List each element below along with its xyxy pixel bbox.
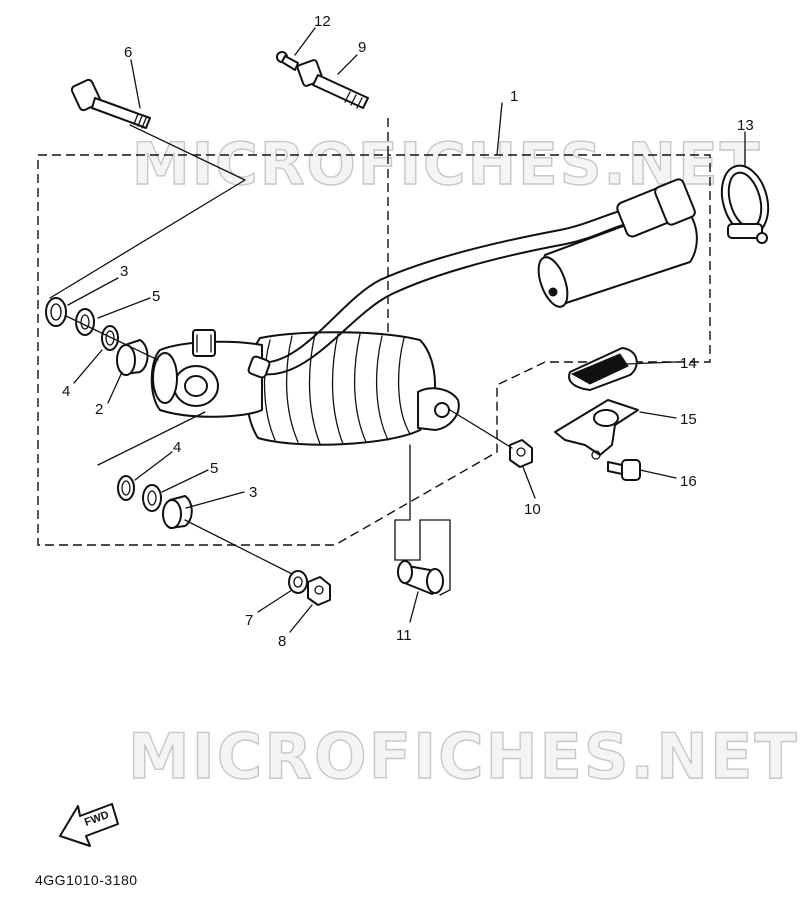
- callout-13: 13: [737, 117, 754, 134]
- callout-8: 8: [278, 633, 286, 650]
- lower-bushing-set: [97, 411, 301, 579]
- bolt-long: [70, 78, 151, 129]
- callout-1: 1: [510, 88, 518, 105]
- diagram-code: 4GG1010-3180: [35, 872, 138, 888]
- collar-11: [397, 560, 444, 595]
- callout-5-lower: 5: [210, 460, 218, 477]
- reservoir-canister: [537, 178, 698, 308]
- bolt-short: [296, 59, 369, 109]
- callout-5-upper: 5: [152, 288, 160, 305]
- watermark-top: MICROFICHES.NET: [132, 130, 761, 198]
- bolt-16: [607, 459, 641, 481]
- rubber-strip: [568, 347, 638, 391]
- shock-absorber: [150, 329, 460, 446]
- upper-bushing-set: [45, 297, 159, 376]
- callout-9: 9: [358, 39, 366, 56]
- callout-3-lower: 3: [249, 484, 257, 501]
- nut-and-washer: [288, 570, 331, 606]
- callout-6: 6: [124, 44, 132, 61]
- part-11-bracket: [394, 444, 451, 596]
- callout-4-lower: 4: [173, 439, 181, 456]
- screw-small: [276, 51, 299, 71]
- callout-10: 10: [524, 501, 541, 518]
- clamp-band: [720, 164, 770, 244]
- callout-11: 11: [396, 627, 412, 644]
- callout-7: 7: [245, 612, 253, 629]
- callout-16: 16: [680, 473, 697, 490]
- fwd-arrow-icon: FWD: [59, 803, 119, 847]
- callout-15: 15: [680, 411, 697, 428]
- watermark-bottom: MICROFICHES.NET: [128, 720, 799, 793]
- bracket-15: [554, 399, 639, 460]
- callout-3-upper: 3: [120, 263, 128, 280]
- callout-2: 2: [95, 401, 103, 418]
- callout-12: 12: [314, 13, 331, 30]
- leader-lines: [49, 27, 746, 633]
- callouts: 1 2 3 3 4 4 5 5 6 7 8 9 10 11 12 13 14 1…: [62, 13, 754, 650]
- callout-14: 14: [680, 355, 697, 372]
- nut-10: [449, 409, 533, 468]
- callout-4-upper: 4: [62, 383, 70, 400]
- spring: [245, 331, 436, 446]
